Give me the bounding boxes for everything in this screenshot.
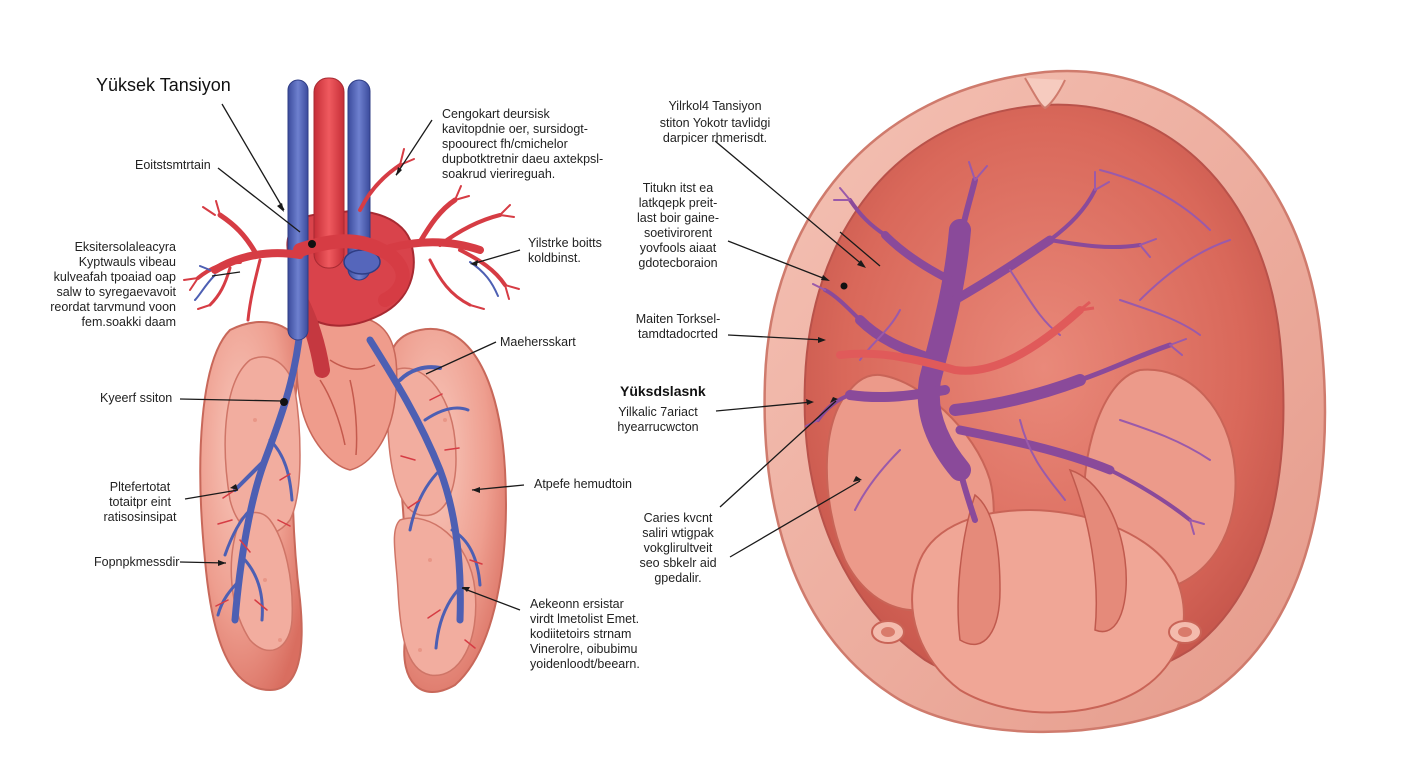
right-cavity-diagram [763,69,1327,734]
purple-vessel-tree [816,177,1192,523]
left-lung-diagram [183,77,520,693]
left-label-5: Fopnpkmessdir [94,555,180,569]
left-label-4: Pltefertotat totaitpr eint ratisosinsipa… [103,480,177,524]
aorta [313,77,345,269]
vena-cava-right [347,79,371,281]
vena-cava-left [287,79,309,341]
leader-lines [179,103,881,611]
left-label-10: Aekeonn ersistar virdt lmetolist Emet. k… [530,597,640,671]
right-label-1: Titukn itst ea latkqepk preit- last boir… [637,181,719,270]
red-vessel [836,306,1084,375]
right-title: Yilrkol4 Tansiyon [668,99,762,113]
left-label-9: Atpefe hemudtoin [534,477,632,491]
right-label-5: Caries kvcnt saliri wtigpak vokglirultve… [639,511,717,585]
right-label-2: Maiten Torksel- tamdtadocrted [635,312,721,341]
right-lobe-veins [366,336,482,650]
left-label-7: Yilstrke boitts koldbinst. [528,236,602,265]
right-subtitle: stiton Yokotr tavlidgi darpicer rhmerisd… [659,116,771,145]
left-title: Yüksek Tansiyon [96,75,231,95]
left-label-1: Eoitstsmtrtain [135,158,211,172]
branching-arteries [183,148,520,322]
left-label-6: Cengokart deursisk kavitopdnie oer, surs… [442,107,604,181]
left-label-3: Kyeerf ssiton [100,391,173,405]
left-lobe-veins [216,326,304,624]
right-label-4: Yilkalic 7ariact hyearrucwcton [617,405,699,434]
right-label-3: Yüksdslasnk [620,383,706,399]
left-label-2: Eksitersolaleacyra Kyptwauls vibeau kulv… [50,240,176,329]
lobe-arterioles [215,393,483,649]
left-label-8: Maehersskart [500,335,576,349]
